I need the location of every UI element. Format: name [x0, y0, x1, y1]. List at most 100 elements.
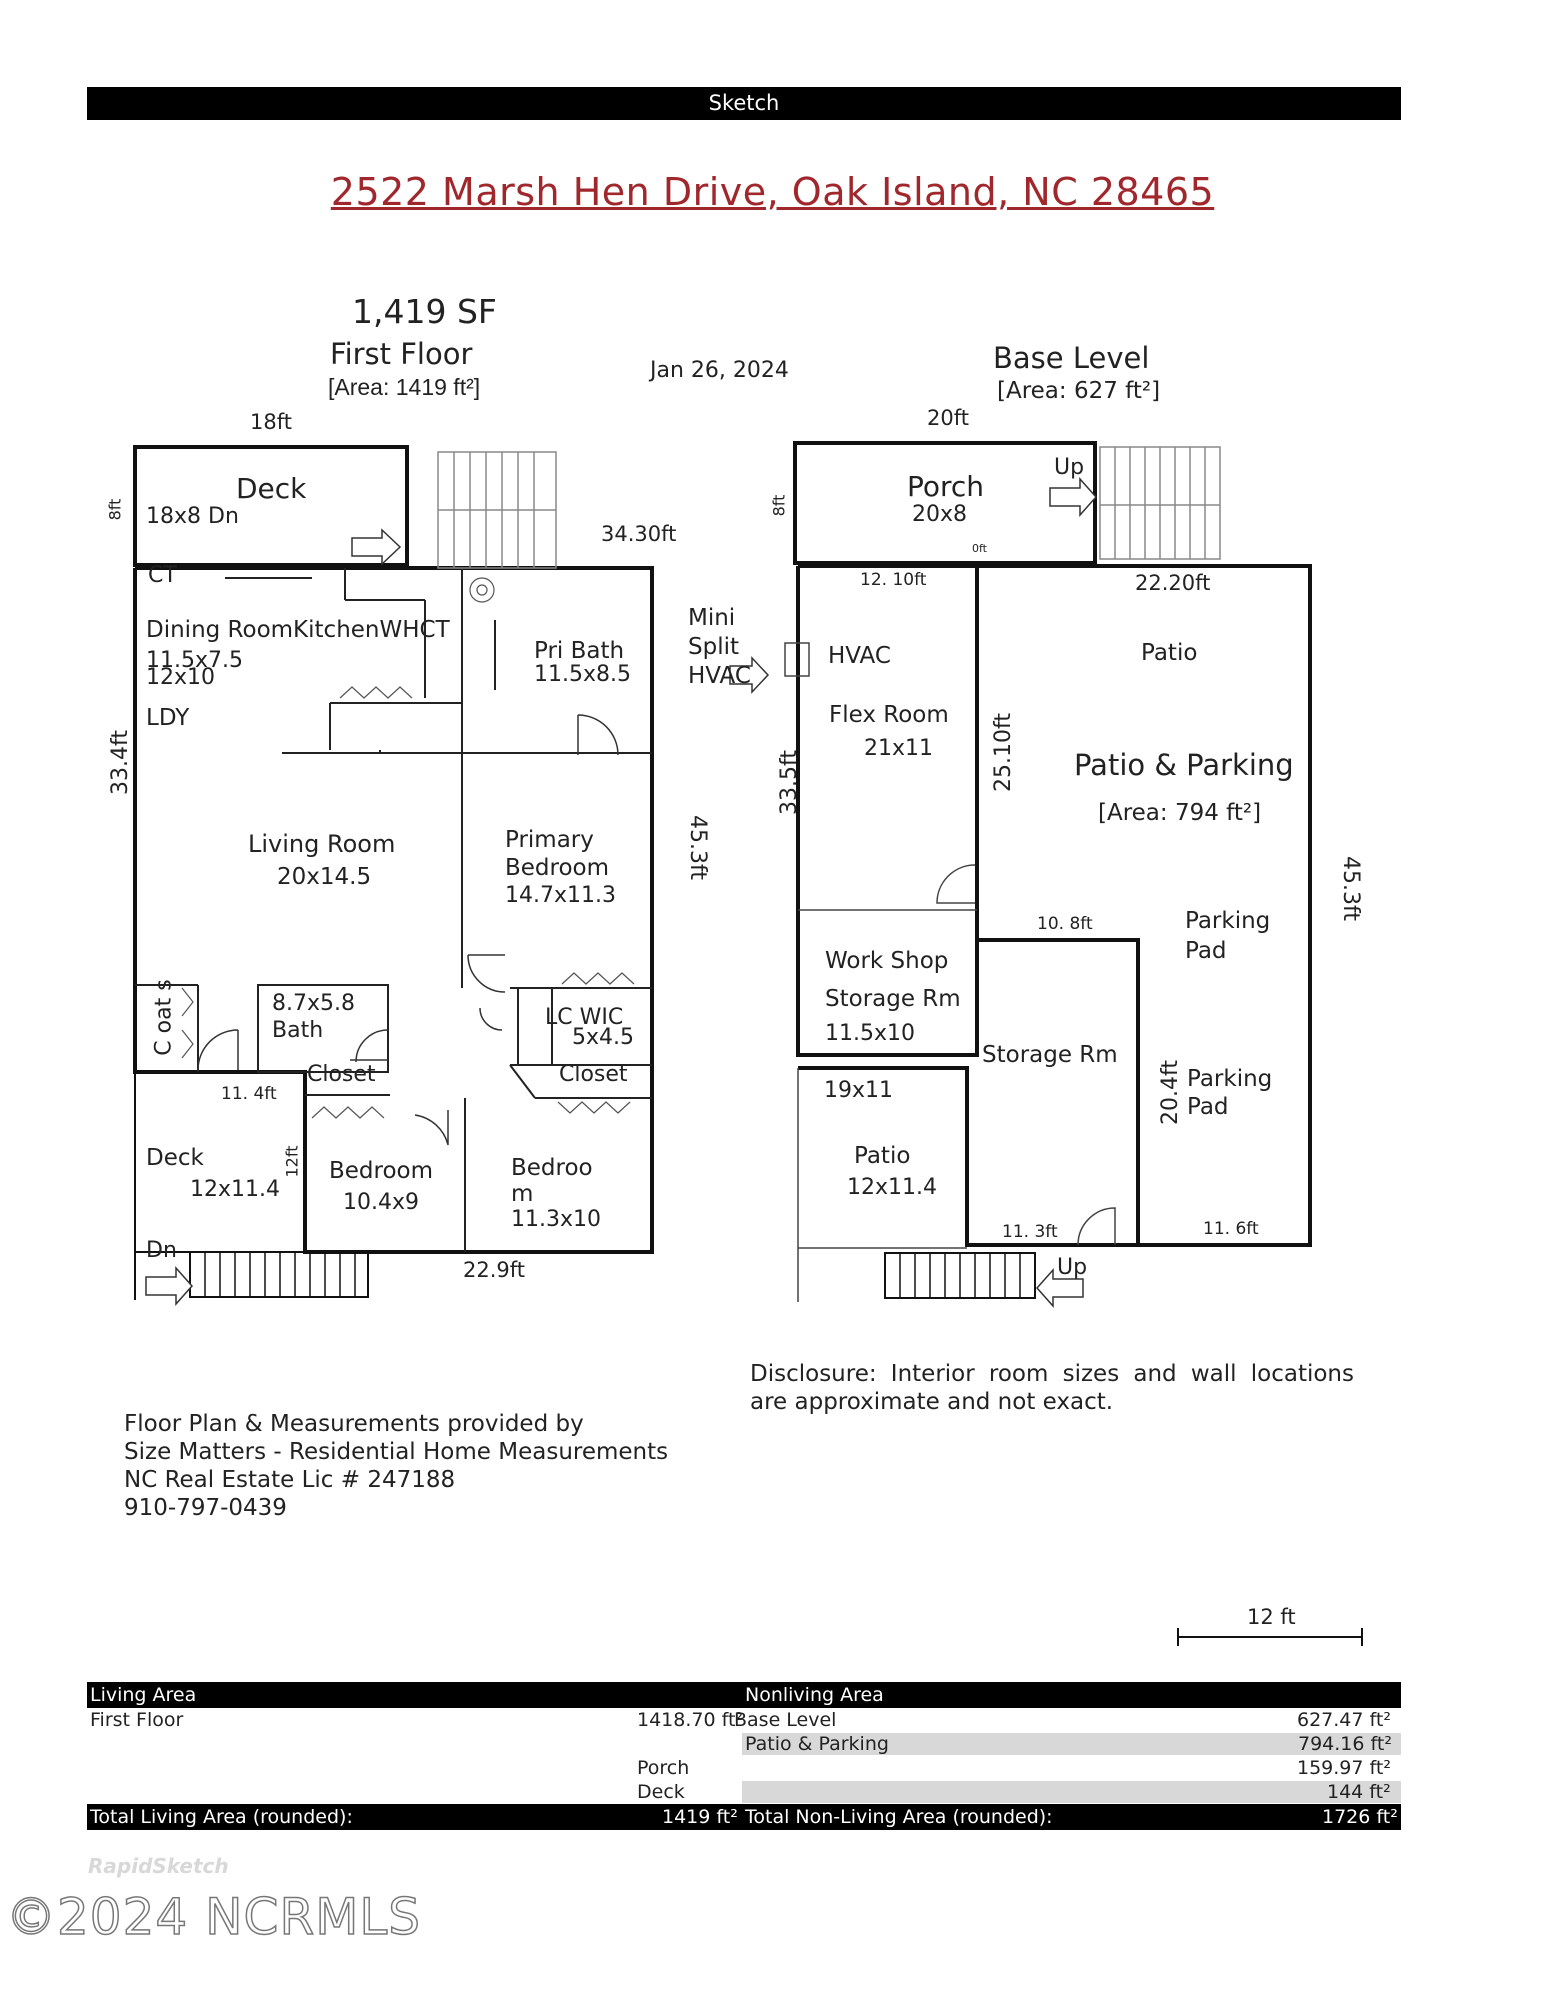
room-patio-parking-area: [Area: 794 ft²] [1098, 800, 1262, 826]
scale-bar [1177, 1628, 1363, 1646]
room-deck-bottom-size: 12x11.4 [190, 1177, 280, 1202]
credits-line-3: NC Real Estate Lic # 247188 [124, 1467, 456, 1493]
room-kitchen-size: 12x10 [146, 665, 216, 690]
room-bath: Bath [272, 1018, 324, 1043]
dim-first-deck-side2: 12ft [282, 1145, 302, 1178]
room-primary-1: Primary [505, 827, 594, 853]
total-nonliving-row: Total Non-Living Area (rounded): 1726 ft… [742, 1804, 1401, 1830]
credits-line-1: Floor Plan & Measurements provided by [124, 1411, 584, 1437]
base-level-interior-lines [784, 642, 1116, 1302]
label-mini: Mini [688, 605, 736, 631]
room-hvac: HVAC [828, 643, 891, 669]
deck-value: 144 ft² [1327, 1781, 1391, 1803]
first-floor-closet-marks [181, 577, 635, 1119]
disclosure-text: Disclosure: Interior room sizes and wall… [750, 1361, 1354, 1415]
credits-block: Floor Plan & Measurements provided by Si… [124, 1410, 668, 1522]
room-flex: Flex Room [829, 702, 949, 728]
dim-base-flex-top: 12. 10ft [860, 570, 927, 590]
dim-first-deck-bottom: 11. 4ft [221, 1084, 277, 1104]
dim-base-porch-side: 8ft [769, 494, 789, 517]
total-living-row: Total Living Area (rounded): 1419 ft² [87, 1804, 742, 1830]
room-dining-line: Dining RoomKitchenWHCT [146, 617, 450, 643]
room-closet-2: Closet [559, 1062, 628, 1087]
room-parking-pad-2b: Pad [1187, 1094, 1229, 1120]
room-parking-pad-2a: Parking [1187, 1066, 1273, 1092]
dim-base-storage-bottom: 11. 3ft [1002, 1222, 1058, 1242]
room-bedroom-2b: m [511, 1181, 534, 1207]
dim-first-stair: 34.30ft [601, 522, 677, 546]
dim-base-flex-right: 25.10ft [990, 713, 1016, 792]
porch-value: 159.97 ft² [1297, 1757, 1391, 1779]
room-pri-bath: Pri Bath [534, 638, 625, 664]
credits-line-2: Size Matters - Residential Home Measurem… [124, 1439, 669, 1465]
room-living-size: 20x14.5 [277, 864, 372, 890]
base-level-label: Base Level [734, 1709, 837, 1731]
first-floor-title: First Floor [330, 337, 473, 371]
room-wic-size: 5x4.5 [572, 1025, 635, 1050]
dim-base-storage-side: 20.4ft [1157, 1060, 1183, 1125]
room-pri-bath-size: 11.5x8.5 [534, 662, 631, 687]
first-floor-arrows [145, 528, 402, 1306]
base-level-stairs [884, 446, 1221, 1299]
room-patio-bottom-size: 12x11.4 [847, 1175, 937, 1200]
sketch-header-bar: Sketch [87, 87, 1401, 120]
dim-base-parking-bottom: 11. 6ft [1203, 1219, 1259, 1239]
label-split: Split [688, 634, 739, 660]
base-level-value: 627.47 ft² [1297, 1709, 1391, 1731]
room-ldy: LDY [146, 705, 190, 731]
room-parking-pad-1b: Pad [1185, 938, 1227, 964]
room-parking-pad-1a: Parking [1185, 908, 1271, 934]
room-deck-top: Deck [236, 472, 307, 505]
rapidsketch-logo: RapidSketch [88, 1854, 229, 1878]
room-patio-bottom: Patio [854, 1143, 911, 1169]
first-floor-value: 1418.70 ft² [637, 1709, 744, 1731]
nonliving-area-header: Nonliving Area [742, 1682, 1401, 1708]
room-coats: C oat s [151, 979, 177, 1056]
label-up-1: Up [1054, 455, 1085, 480]
room-bedroom-2-size: 11.3x10 [511, 1207, 601, 1232]
dim-base-right: 45.3ft [1337, 856, 1363, 921]
patio-label: Patio & Parking [745, 1733, 889, 1755]
base-level-title: Base Level [993, 341, 1150, 375]
living-area-header: Living Area [87, 1682, 742, 1708]
base-level-arrows [729, 477, 1098, 1308]
dim-first-left: 33.4ft [107, 730, 133, 795]
first-floor-label: First Floor [90, 1709, 184, 1731]
area-table: Living Area Nonliving Area First Floor 1… [87, 1682, 1401, 1830]
dim-first-deck-side: 8ft [105, 498, 125, 521]
property-address: 2522 Marsh Hen Drive, Oak Island, NC 284… [330, 170, 1215, 214]
room-primary-size: 14.7x11.3 [505, 883, 616, 908]
dim-base-top: 20ft [927, 406, 969, 430]
first-floor-area: [Area: 1419 ft²] [328, 374, 481, 400]
dim-first-top: 18ft [250, 410, 292, 434]
room-flex-size: 21x11 [864, 736, 934, 761]
dim-base-left: 33.5ft [776, 750, 802, 815]
room-closet-1: Closet [307, 1062, 376, 1087]
label-mini-hvac: HVAC [688, 663, 751, 689]
dim-base-zero: 0ft [972, 542, 987, 555]
patio-value: 794.16 ft² [1298, 1733, 1392, 1755]
room-primary-2: Bedroom [505, 855, 610, 881]
room-storage-rm-1: Storage Rm [825, 986, 961, 1012]
first-floor-doors [197, 714, 619, 1146]
room-porch-size: 20x8 [912, 502, 968, 527]
label-dn: Dn [146, 1238, 177, 1263]
room-bedroom-2a: Bedroo [511, 1155, 593, 1181]
room-deck-bottom: Deck [146, 1145, 204, 1171]
patio-row-shade [742, 1733, 1401, 1755]
dim-first-right: 45.3ft [684, 815, 710, 880]
room-lc-wic: LC WIC [545, 1005, 624, 1030]
room-dining-size: 11.5x7.5 [146, 648, 243, 673]
room-bedroom-1: Bedroom [329, 1158, 434, 1184]
room-patio-top: Patio [1141, 640, 1198, 666]
credits-line-4: 910-797-0439 [124, 1495, 287, 1521]
label-ct: CT [148, 563, 177, 588]
deck-row-shade [742, 1781, 1401, 1803]
sketch-date: Jan 26, 2024 [650, 358, 789, 383]
room-living: Living Room [248, 830, 396, 858]
room-storage-rm-2-size: 19x11 [824, 1078, 894, 1103]
room-storage-rm-2: Storage Rm [982, 1042, 1118, 1068]
room-workshop: Work Shop [825, 948, 949, 974]
dim-base-notch: 10. 8ft [1037, 914, 1093, 934]
